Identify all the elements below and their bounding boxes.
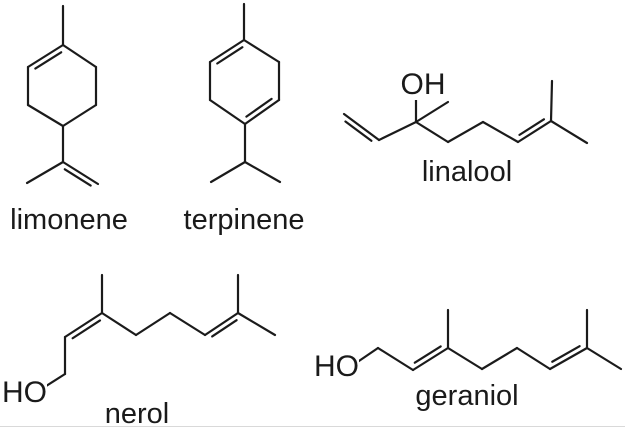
- bond: [26, 103, 65, 128]
- molecule-label-nerol: nerol: [104, 398, 170, 427]
- hydroxyl-label-nerol: HO: [2, 376, 47, 409]
- bond: [414, 120, 450, 144]
- hydroxyl-label-geraniol: HO: [314, 350, 359, 383]
- molecule-label-limonene: limonene: [10, 204, 128, 236]
- bond: [585, 346, 623, 371]
- bond: [242, 38, 281, 64]
- bond: [209, 160, 247, 184]
- molecule-label-linalool: linalool: [421, 156, 513, 188]
- bond: [411, 346, 450, 372]
- bond: [61, 160, 100, 186]
- bond: [446, 346, 484, 371]
- bond: [515, 346, 552, 371]
- hydroxyl-label-linalool: OH: [400, 68, 446, 101]
- bond: [344, 120, 373, 142]
- bond: [243, 160, 282, 184]
- molecule-label-terpinene: terpinene: [183, 204, 305, 236]
- bond: [61, 103, 98, 128]
- bond: [354, 346, 380, 365]
- bond: [413, 345, 442, 364]
- bond: [549, 79, 554, 123]
- bond: [481, 120, 520, 144]
- bond: [61, 43, 98, 69]
- bond: [342, 112, 381, 142]
- bond: [446, 120, 485, 144]
- bond: [551, 345, 581, 363]
- molecule-label-geraniol: geraniol: [415, 380, 519, 412]
- bond: [208, 98, 247, 126]
- bond: [216, 46, 244, 65]
- bond: [25, 160, 65, 185]
- bond: [211, 319, 238, 338]
- bond: [414, 100, 450, 124]
- bond: [548, 346, 589, 371]
- bond: [203, 311, 240, 337]
- bond: [168, 311, 207, 337]
- bond: [134, 311, 172, 337]
- bond: [245, 97, 273, 118]
- bond: [63, 311, 104, 339]
- bond: [208, 38, 246, 64]
- bond: [518, 118, 546, 136]
- bond: [63, 168, 92, 187]
- bond: [26, 43, 65, 69]
- bond: [377, 120, 418, 142]
- bond: [516, 119, 553, 144]
- bond: [71, 319, 102, 340]
- bond: [549, 119, 589, 145]
- bond: [376, 346, 415, 372]
- bond: [243, 98, 281, 126]
- bond: [34, 51, 63, 70]
- bond: [100, 311, 138, 337]
- bond: [236, 311, 277, 337]
- bond: [480, 346, 519, 371]
